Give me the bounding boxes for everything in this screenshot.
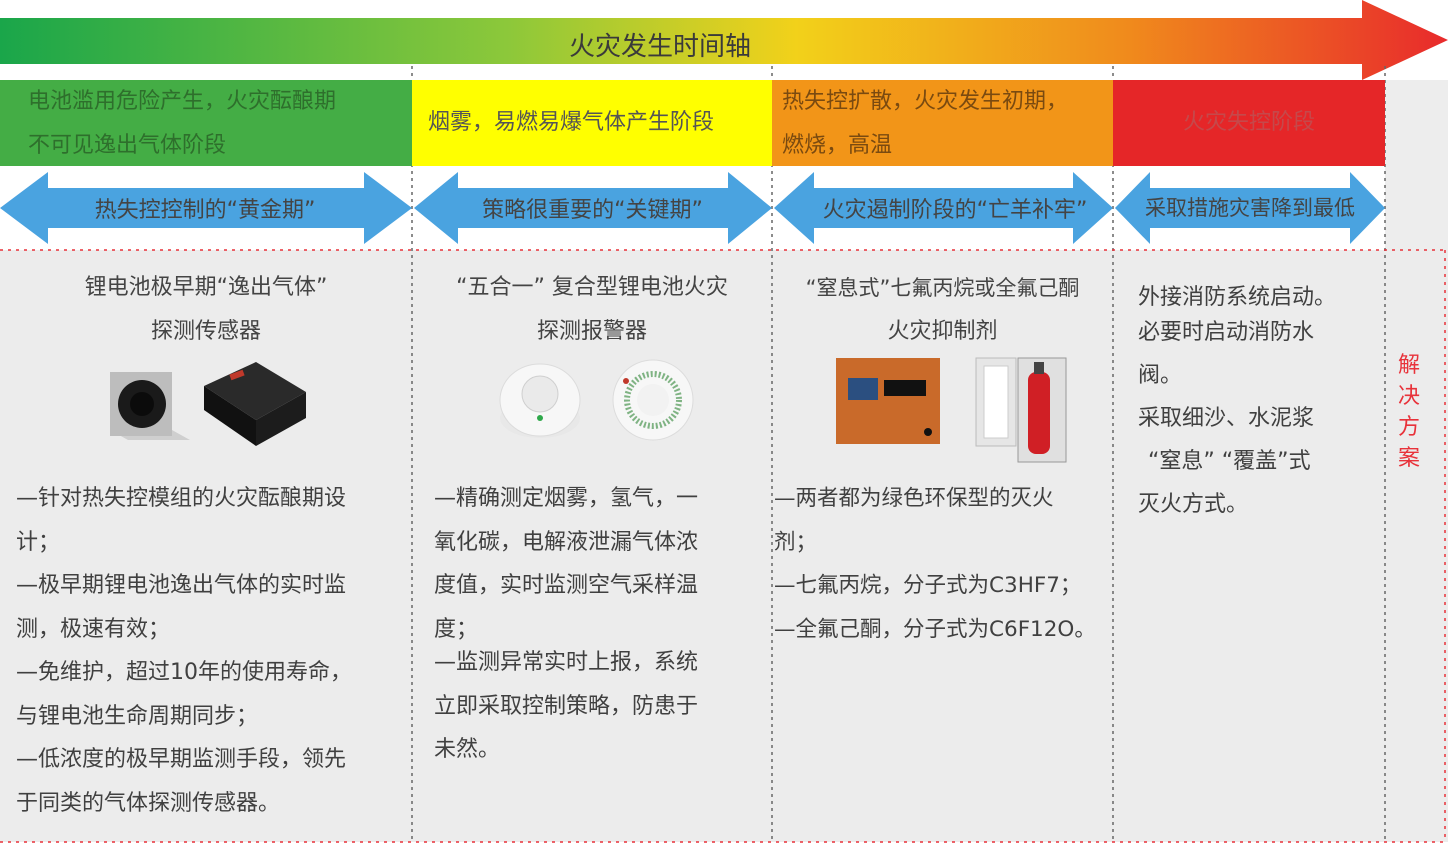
stage-line: 电池滥用危险产生，火灾酝酿期 (28, 89, 337, 114)
period-label-key: 策略很重要的“关键期” (482, 198, 703, 223)
column-title: “五合一” 复合型锂电池火灾 (456, 275, 728, 300)
description-line: —低浓度的极早期监测手段，领先 (16, 747, 347, 772)
description-line: 计； (16, 529, 61, 555)
solution-char: 解 (1397, 353, 1420, 378)
right-strip (1385, 80, 1448, 250)
period-arrow (774, 172, 1113, 244)
description-line: —精确测定烟雾，氢气，一 (434, 486, 699, 511)
column-title: 锂电池极早期“逸出气体” (84, 275, 328, 300)
timeline-arrow (0, 0, 1448, 80)
period-arrow (0, 172, 412, 244)
stage-line: 热失控扩散，火灾发生初期， (782, 89, 1069, 114)
stage-line: 烟雾，易燃易爆气体产生阶段 (428, 110, 715, 135)
column-title: 火灾抑制剂 (887, 319, 998, 344)
description-line: 度值，实时监测空气采样温 (434, 573, 699, 598)
solution-char: 决 (1397, 384, 1420, 409)
description-line: 剂； (774, 529, 818, 555)
stage-incubation: 电池滥用危险产生，火灾酝酿期 不可见逸出气体阶段 (0, 80, 412, 166)
gas-sensor-image (110, 362, 306, 446)
stage-line: 不可见逸出气体阶段 (28, 133, 227, 158)
period-label-golden: 热失控控制的“黄金期” (94, 198, 316, 223)
period-arrow (414, 172, 772, 244)
stage-spread: 热失控扩散，火灾发生初期， 燃烧，高温 (772, 80, 1113, 166)
description-line: 未然。 (434, 737, 501, 762)
description-line: —极早期锂电池逸出气体的实时监 (16, 573, 347, 598)
column-description: —针对热失控模组的火灾酝酿期设 计； —极早期锂电池逸出气体的实时监 测，极速有… (16, 477, 408, 825)
description-line: 立即采取控制策略，防患于 (434, 693, 699, 719)
stage-line: 燃烧，高温 (782, 133, 893, 158)
column-fire-system: 外接消防系统启动。 必要时启动消防水 阀。 采取细沙、水泥浆 “窒息” “覆盖”… (1138, 278, 1378, 520)
description-line: —全氟己酮，分子式为C6F12O。 (774, 616, 1096, 642)
period-label-containment: 火灾遏制阶段的“亡羊补牢” (822, 198, 1088, 223)
description-line: 与锂电池生命周期同步； (16, 703, 259, 729)
description-line: 灭火方式。 (1138, 492, 1249, 517)
timeline-title: 火灾发生时间轴 (568, 32, 751, 62)
description-line: —免维护，超过10年的使用寿命， (16, 660, 352, 685)
content-panel (0, 250, 1448, 842)
suppression-equipment-image (836, 357, 1067, 463)
period-label-minimize: 采取措施灾害降到最低 (1145, 196, 1355, 220)
description-line: 度； (434, 616, 479, 642)
column-description: —两者都为绿色环保型的灭火 剂； —七氟丙烷，分子式为C3HF7； —全氟己酮，… (774, 477, 1119, 651)
stage-line: 火灾失控阶段 (1182, 110, 1315, 135)
description-line: —针对热失控模组的火灾酝酿期设 (16, 486, 347, 511)
stage-out-of-control: 火灾失控阶段 (1113, 80, 1385, 166)
detector-image (499, 359, 694, 441)
column-gas-sensor: 锂电池极早期“逸出气体” 探测传感器 (0, 266, 412, 354)
column-title: 探测报警器 (536, 319, 647, 344)
column-detector: “五合一” 复合型锂电池火灾 探测报警器 (412, 266, 772, 354)
description-line: 于同类的气体探测传感器。 (16, 790, 281, 816)
description-line: 外接消防系统启动。 (1138, 285, 1337, 310)
description-line: 必要时启动消防水 (1138, 320, 1315, 345)
solution-label: 解 决 方 案 (1394, 350, 1424, 474)
description-line: 氧化碳，电解液泄漏气体浓 (434, 529, 699, 555)
description-line: “窒息” “覆盖”式 (1148, 449, 1311, 474)
column-title: 探测传感器 (150, 319, 261, 344)
description-line: 阀。 (1138, 363, 1183, 388)
description-line: —七氟丙烷，分子式为C3HF7； (774, 573, 1082, 598)
description-line: 采取细沙、水泥浆 (1138, 406, 1315, 431)
solution-char: 案 (1397, 446, 1420, 471)
stage-smoke: 烟雾，易燃易爆气体产生阶段 (412, 80, 772, 166)
period-arrow (1115, 172, 1385, 244)
column-title: “窒息式”七氟丙烷或全氟己酮 (805, 276, 1080, 300)
solution-char: 方 (1397, 415, 1420, 440)
description-line: 测，极速有效； (16, 616, 171, 642)
description-line: —两者都为绿色环保型的灭火 (774, 486, 1054, 511)
column-suppression: “窒息式”七氟丙烷或全氟己酮 火灾抑制剂 (772, 266, 1113, 354)
column-description: —精确测定烟雾，氢气，一 氧化碳，电解液泄漏气体浓 度值，实时监测空气采样温 度… (434, 477, 764, 772)
description-line: —监测异常实时上报，系统 (434, 650, 699, 675)
